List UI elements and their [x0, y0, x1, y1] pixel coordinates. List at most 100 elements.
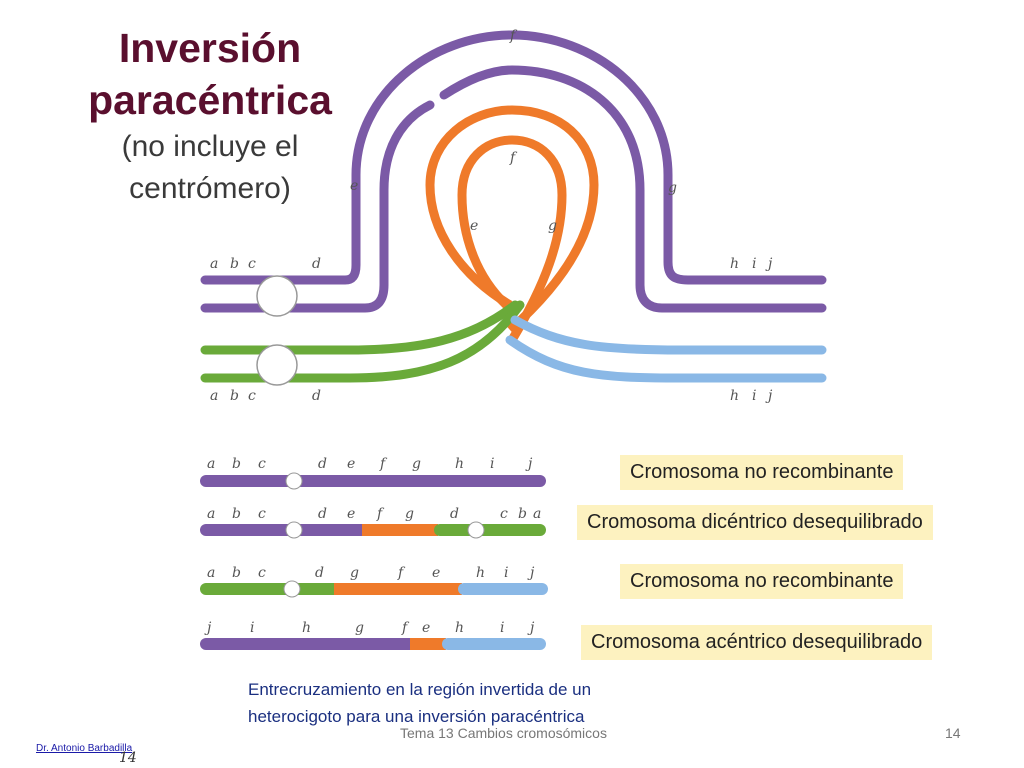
- gene-label: h: [455, 620, 464, 636]
- gene-label: j: [765, 256, 773, 272]
- gene-label: g: [355, 620, 364, 636]
- gene-label: e: [347, 456, 355, 472]
- gene-label: i: [504, 565, 508, 581]
- gene-label: e: [432, 565, 440, 581]
- product-2-bar-green: [434, 524, 546, 536]
- product-3-bar-green: [200, 583, 340, 595]
- gene-label: f: [509, 150, 518, 166]
- slide-title: Inversión paracéntrica (no incluye el ce…: [60, 22, 360, 210]
- figure-caption: Entrecruzamiento en la región invertida …: [248, 680, 592, 726]
- gene-label: j: [765, 388, 773, 404]
- product-3-bar-orange: [334, 583, 462, 595]
- gene-label: f: [401, 620, 410, 636]
- product-1-centromere: [285, 472, 303, 490]
- green-strand-upper: [200, 300, 520, 355]
- page-number: 14: [945, 725, 961, 741]
- author-link[interactable]: Dr. Antonio Barbadilla: [36, 743, 133, 754]
- gene-label: g: [548, 218, 557, 234]
- product-2-genes: a b c d e f g d c b a: [207, 506, 541, 522]
- gene-label: d: [315, 565, 324, 581]
- product-1-label: Cromosoma no recombinante: [620, 455, 904, 490]
- gene-label: d: [450, 506, 459, 522]
- blue-strand-upper: [510, 315, 827, 355]
- orange-loop-inner: [457, 135, 567, 343]
- gene-label: e: [422, 620, 430, 636]
- product-2-bar-orange: [362, 524, 438, 536]
- gene-label: g: [405, 506, 414, 522]
- gene-label: b: [518, 506, 527, 522]
- product-3-genes: a b c d g f e h i j: [207, 565, 535, 581]
- gene-label: b: [232, 506, 241, 522]
- small-number: 14: [119, 750, 137, 766]
- blue-strand-lower: [505, 335, 827, 383]
- gene-label: c: [258, 506, 266, 522]
- gene-label: b: [232, 565, 241, 581]
- gene-label: h: [455, 456, 464, 472]
- gene-label: i: [752, 256, 756, 272]
- gene-label: f: [397, 565, 406, 581]
- gene-label: f: [376, 506, 385, 522]
- purple-strand-outer: [200, 30, 827, 285]
- gene-label: a: [207, 456, 215, 472]
- gene-label: d: [318, 506, 327, 522]
- gene-label: h: [302, 620, 311, 636]
- gene-label: i: [490, 456, 494, 472]
- title-line-3: (no incluye el: [121, 130, 299, 163]
- gene-label: d: [312, 256, 321, 272]
- gene-label: c: [500, 506, 508, 522]
- product-2-centromere-2: [467, 521, 485, 539]
- gene-label: g: [350, 565, 359, 581]
- centromere-top: [256, 275, 298, 317]
- gene-label: d: [312, 388, 321, 404]
- product-3-bar-blue: [458, 583, 548, 595]
- purple-strand-inner: [200, 100, 435, 313]
- gene-label: d: [318, 456, 327, 472]
- gene-label: h: [476, 565, 485, 581]
- gene-label: g: [412, 456, 421, 472]
- title-line-1: Inversión: [118, 25, 302, 71]
- gene-label: b: [232, 456, 241, 472]
- product-4-label: Cromosoma acéntrico desequilibrado: [581, 625, 933, 660]
- product-2-label: Cromosoma dicéntrico desequilibrado: [577, 505, 933, 540]
- gene-label: a: [207, 506, 215, 522]
- gene-label: f: [379, 456, 388, 472]
- purple-strand-inner-right: [439, 65, 827, 313]
- gene-label: f: [509, 28, 518, 44]
- gene-label: i: [250, 620, 254, 636]
- gene-label: a: [533, 506, 541, 522]
- gene-label: j: [527, 565, 535, 581]
- gene-label: e: [470, 218, 478, 234]
- gene-label: g: [668, 180, 677, 196]
- centromere-bottom: [256, 344, 298, 386]
- slide-footer: Tema 13 Cambios cromosómicos: [400, 725, 607, 741]
- gene-label: i: [752, 388, 756, 404]
- product-4-bar-blue: [442, 638, 546, 650]
- product-2-bar-purple: [200, 524, 370, 536]
- orange-loop-outer: [425, 105, 599, 334]
- gene-label: e: [350, 178, 358, 194]
- gene-label: i: [500, 620, 504, 636]
- green-strand-lower: [200, 300, 525, 383]
- product-4-genes: j i h g f e h i j: [204, 620, 535, 636]
- gene-label: b: [230, 388, 239, 404]
- gene-label: a: [210, 388, 218, 404]
- gene-label: h: [730, 388, 739, 404]
- product-1-genes: a b c d e f g h i j: [207, 456, 533, 472]
- gene-label: b: [230, 256, 239, 272]
- product-3-centromere: [283, 580, 301, 598]
- product-4-bar-orange: [410, 638, 446, 650]
- gene-label: j: [204, 620, 212, 636]
- gene-label: c: [248, 388, 256, 404]
- product-3-label: Cromosoma no recombinante: [620, 564, 904, 599]
- gene-label: j: [527, 620, 535, 636]
- gene-label: j: [525, 456, 533, 472]
- gene-label: a: [207, 565, 215, 581]
- title-line-4: centrómero): [129, 172, 291, 205]
- gene-label: c: [248, 256, 256, 272]
- product-2-centromere-1: [285, 521, 303, 539]
- gene-label: e: [347, 506, 355, 522]
- product-4-bar-purple: [200, 638, 418, 650]
- gene-label: c: [258, 565, 266, 581]
- gene-label: a: [210, 256, 218, 272]
